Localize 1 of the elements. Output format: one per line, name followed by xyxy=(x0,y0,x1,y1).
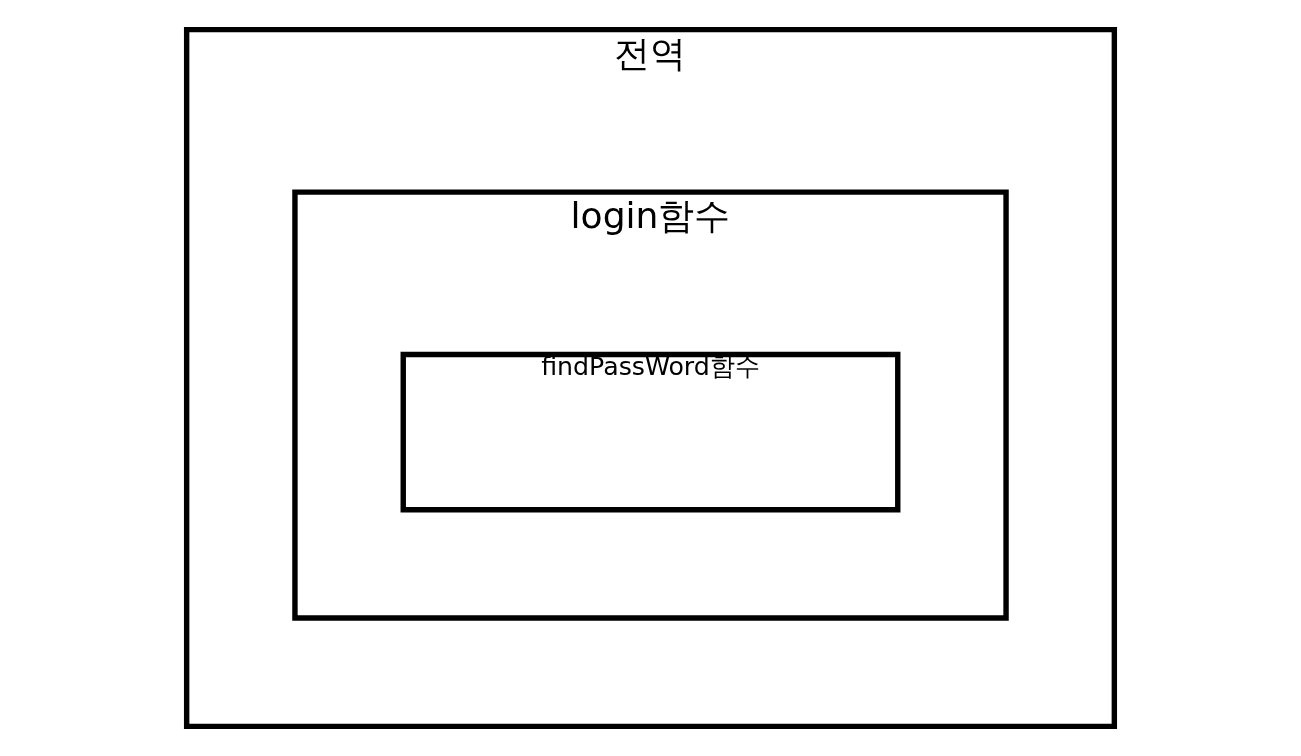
node-box: findPassWord함수 xyxy=(400,351,901,513)
